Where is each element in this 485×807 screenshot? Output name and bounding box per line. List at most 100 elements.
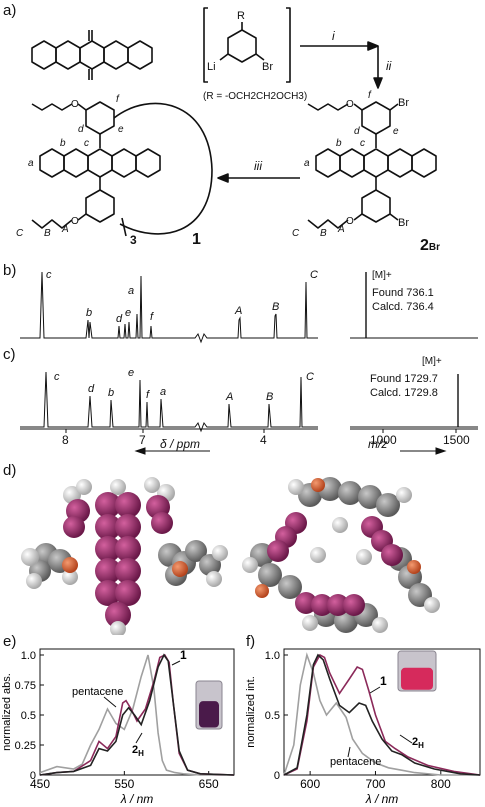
nmr-b-label-B: B: [272, 301, 279, 313]
nmr-c-label-c: c: [54, 371, 60, 383]
nmr-b-label-C: C: [310, 269, 318, 281]
top-view-model: [242, 477, 440, 633]
nmr-tick-8: 8: [62, 433, 69, 447]
chain-label-c-2br: C: [292, 228, 300, 239]
emi-label-1: 1: [380, 674, 387, 688]
ms-tick-1000: 1000: [370, 433, 397, 447]
ms-tick-1500: 1500: [443, 433, 470, 447]
chain-label-b-1: B: [44, 228, 51, 239]
panel-label-f: f): [246, 633, 256, 650]
proton-label-d-2br: d: [354, 126, 360, 137]
pentacenequinone-structure: [31, 30, 153, 80]
nmr-c-label-f: f: [146, 389, 150, 401]
emi-xtick-label: 800: [431, 777, 451, 791]
intermediate-2br-structure: [307, 101, 437, 229]
emi-series-2h: [283, 653, 481, 776]
abs-xtick-label: 450: [30, 777, 50, 791]
emi-label-2h: 2H: [412, 736, 424, 750]
intermediate-label: 2Br: [420, 237, 440, 254]
panel-label-e: e): [3, 633, 17, 650]
proton-label-a-1: a: [28, 158, 34, 169]
nmr-c-label-B: B: [266, 391, 273, 403]
br-bottom-label: Br: [398, 217, 409, 229]
emi-xlabel: λ / nm: [365, 792, 399, 806]
reagent-r-label: R: [237, 10, 245, 22]
proton-label-e-2br: e: [393, 126, 399, 137]
abs-label-2h: 2H: [132, 744, 144, 758]
ms-b-found: Found 736.1: [372, 287, 434, 299]
nmr-xlabel: δ / ppm: [160, 437, 200, 451]
emi-ytick-label: 0: [274, 770, 280, 782]
proton-label-b-1: b: [60, 138, 66, 149]
nmr-b-label-d: d: [116, 313, 123, 325]
reagent-br-label: Br: [262, 61, 273, 73]
nmr-c-trace: [20, 371, 318, 433]
ms-c-found: Found 1729.7: [370, 373, 438, 385]
r-definition-label: (R = -OCH2CH2OCH3): [203, 91, 307, 102]
emi-frame: [283, 648, 481, 776]
aryllithium-structure: [203, 7, 291, 83]
emi-vial-solution: [401, 667, 433, 690]
nmr-b-trace: [20, 271, 318, 344]
proton-label-e-1: e: [118, 124, 124, 135]
emi-series-1: [283, 653, 481, 776]
step-i-label: i: [332, 29, 335, 43]
nmr-b-label-e: e: [125, 307, 131, 319]
abs-ylabel: normalized abs.: [1, 673, 13, 751]
chain-label-b-2br: B: [320, 228, 327, 239]
product-label: 1: [192, 231, 201, 248]
proton-label-a-2br: a: [304, 158, 310, 169]
panel-label-a: a): [3, 2, 17, 19]
product-1-structure: [31, 101, 213, 237]
emi-ytick-label: 0.5: [265, 710, 280, 722]
chain-label-a-1: A: [61, 224, 69, 235]
proton-label-d-1: d: [78, 124, 84, 135]
side-view-model: [21, 477, 228, 635]
nmr-b-label-c: c: [46, 269, 52, 281]
panel-label-b: b): [3, 262, 17, 279]
o-bottom-2br-label: O: [346, 216, 354, 227]
synthesis-scheme: R Li Br (R = -OCH2CH2OCH3) i ii iii Br B…: [16, 7, 440, 254]
chain-label-c-1: C: [16, 228, 24, 239]
repeat-count-label: 3: [130, 233, 137, 247]
abs-vial-solution: [199, 701, 219, 728]
abs-label-pentacene: pentacene: [72, 686, 123, 698]
o-bottom-1-label: O: [71, 216, 79, 227]
nmr-c-label-C: C: [306, 371, 314, 383]
proton-label-c-1: c: [84, 138, 89, 149]
abs-xtick-label: 550: [114, 777, 134, 791]
abs-xlabel: λ / nm: [120, 792, 154, 806]
nmr-c-label-e: e: [128, 367, 134, 379]
emi-ytick-label: 1.0: [265, 650, 280, 662]
abs-ytick-label: 0.75: [15, 680, 36, 692]
proton-label-c-2br: c: [360, 138, 365, 149]
proton-label-b-2br: b: [336, 138, 342, 149]
abs-series-pentacene: [39, 654, 234, 776]
emi-ylabel: normalized int.: [245, 676, 257, 748]
panel-label-c: c): [3, 346, 16, 363]
nmr-b-label-A: A: [234, 305, 242, 317]
br-top-label: Br: [398, 97, 409, 109]
nmr-c-label-A: A: [225, 391, 233, 403]
abs-label-1: 1: [180, 648, 187, 662]
abs-ytick-label: 0.25: [15, 740, 36, 752]
emi-label-pentacene: pentacene: [330, 756, 381, 768]
nmr-c-label-a: a: [160, 386, 166, 398]
chain-label-a-2br: A: [337, 224, 345, 235]
emi-series-pentacene: [283, 652, 480, 776]
nmr-c-label-b: b: [108, 387, 114, 399]
step-iii-label: iii: [254, 159, 262, 173]
o-top-1-label: O: [71, 99, 79, 110]
proton-label-f-2br: f: [368, 90, 372, 101]
abs-xtick-label: 650: [199, 777, 219, 791]
abs-series-2h: [39, 653, 235, 776]
nmr-b-label-b: b: [86, 307, 92, 319]
emi-xtick-label: 600: [300, 777, 320, 791]
step-ii-label: ii: [386, 59, 392, 73]
nmr-ms-spectra: c b d e a f A B C c d b e f a A B C 8 7 …: [20, 269, 478, 455]
nmr-tick-4: 4: [260, 433, 267, 447]
nmr-c-label-d: d: [88, 383, 95, 395]
abs-ytick-label: 0: [30, 770, 36, 782]
